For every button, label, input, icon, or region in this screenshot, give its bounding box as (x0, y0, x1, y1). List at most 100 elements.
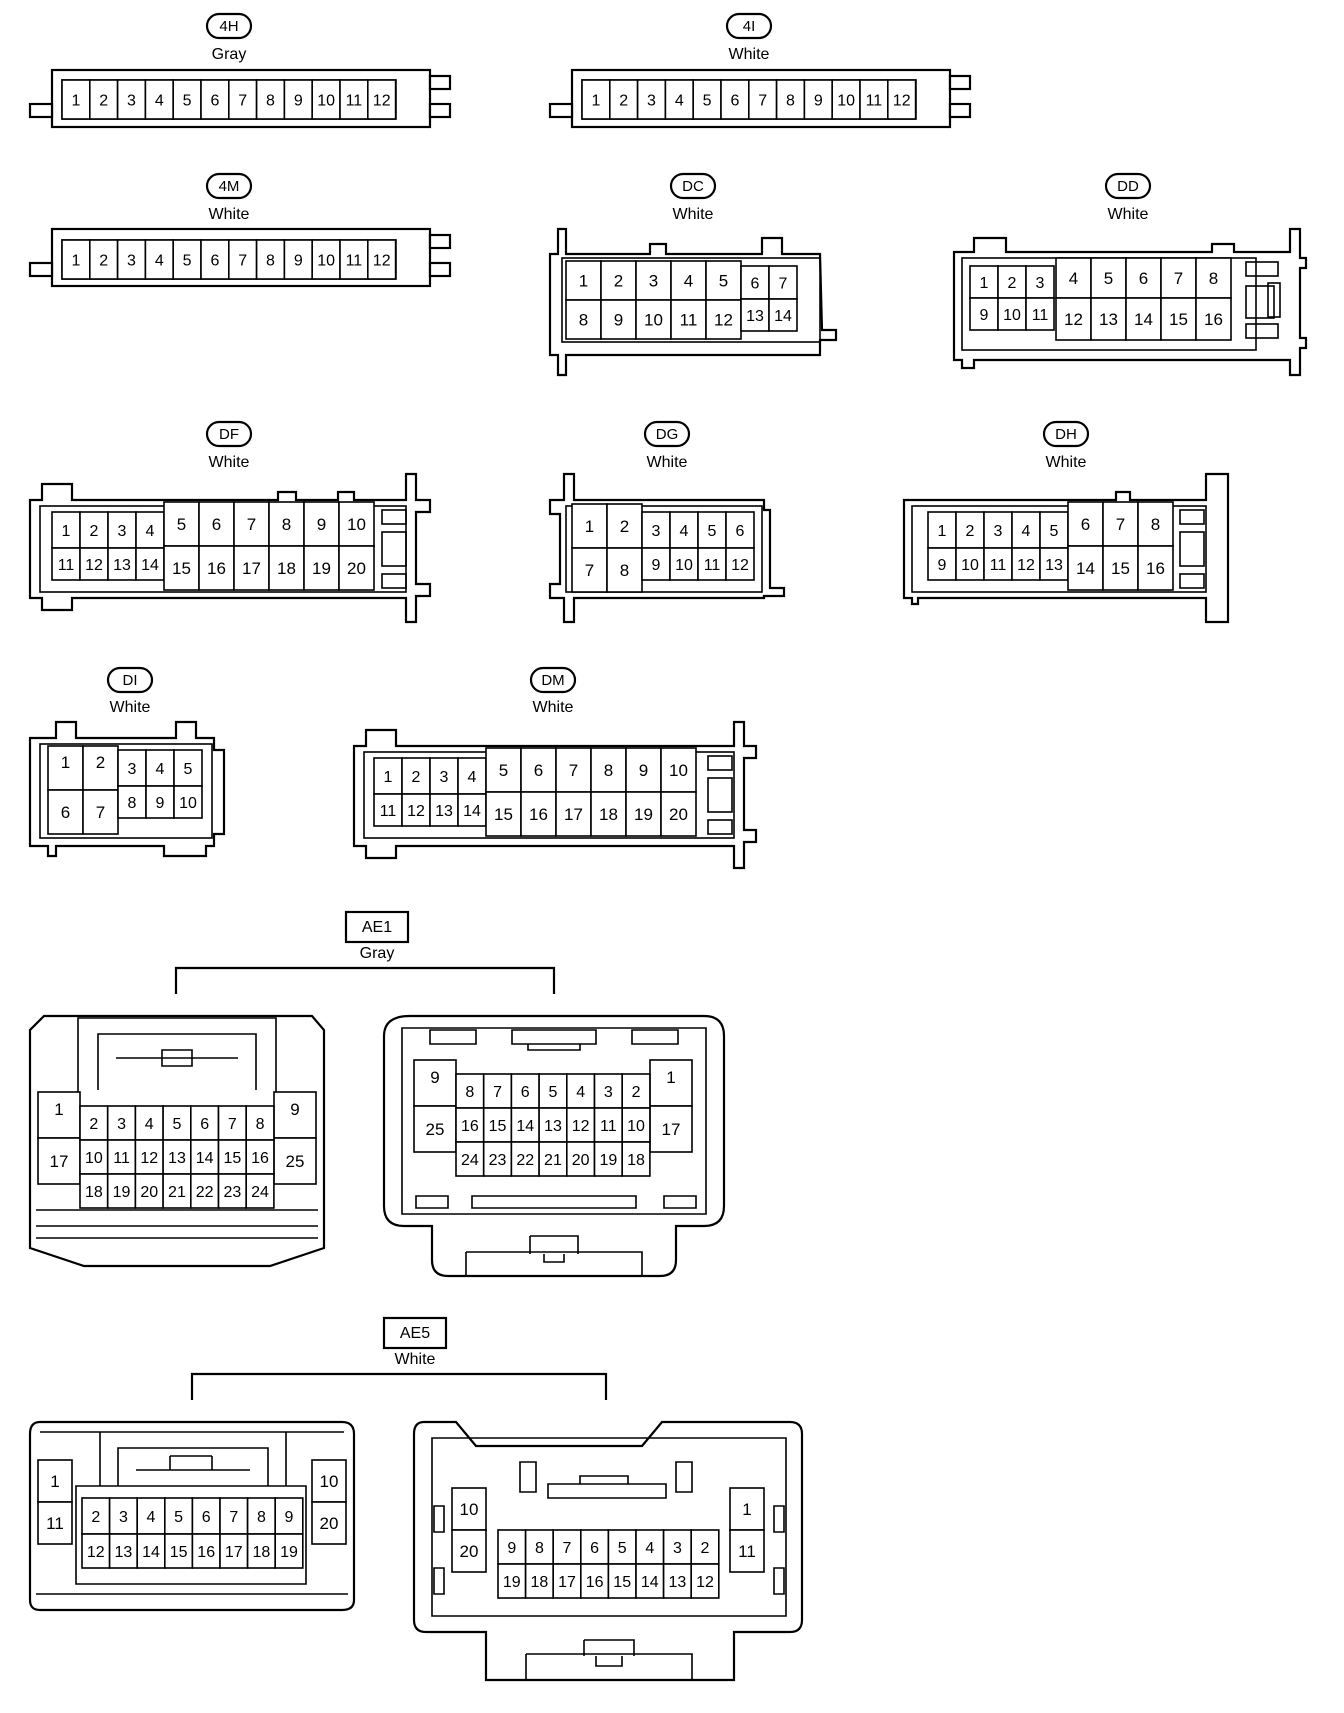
pin-number: 20 (347, 559, 366, 578)
pin-cell (859, 79, 889, 120)
pin-number: 11 (113, 1150, 130, 1167)
pin-number: 11 (380, 803, 397, 820)
pin-number: 13 (115, 1544, 133, 1561)
pin-cell (79, 1173, 109, 1209)
connector-4i-tab-left (548, 102, 574, 119)
pin-number: 4 (155, 252, 164, 269)
pin-cell (173, 785, 203, 819)
pin-cell (1125, 257, 1162, 299)
pin-number: 12 (714, 311, 733, 330)
connector-df-label-box (205, 420, 253, 448)
pin-number: 10 (675, 557, 693, 574)
pin-cell (162, 1173, 192, 1209)
pin-number: 19 (599, 1152, 617, 1169)
pin-number: 24 (251, 1184, 269, 1201)
pin-cell (606, 503, 643, 549)
pin-cell (366, 239, 397, 280)
pin-number: 15 (172, 559, 191, 578)
pin-number: 8 (256, 1116, 265, 1133)
pin-number: 7 (585, 561, 594, 580)
connector-dd-latch-1 (1245, 261, 1279, 277)
pin-number: 4 (645, 1540, 654, 1557)
pin-number: 14 (1134, 310, 1153, 329)
pin-number: 18 (277, 559, 296, 578)
pin-cell (429, 793, 459, 827)
pin-number: 4 (680, 523, 689, 540)
connector-4i-tab-right-bottom (948, 102, 972, 119)
pin-number: 9 (980, 307, 989, 324)
pin-number: 20 (320, 1514, 339, 1533)
connector-dd-label-box (1104, 172, 1152, 200)
pin-number: 14 (1076, 559, 1095, 578)
pin-number: 5 (719, 272, 728, 291)
pin-number: 3 (1036, 275, 1045, 292)
pin-number: 7 (1174, 269, 1183, 288)
pin-cell (1025, 265, 1055, 299)
connector-df-color: White (209, 454, 250, 471)
connector-dc-code: DC (682, 178, 704, 195)
pin-cell (538, 1141, 568, 1177)
connector-di-inner (39, 743, 213, 839)
pin-cell (108, 1497, 138, 1535)
connector-df-latch-1 (381, 509, 407, 525)
pin-number: 7 (228, 1116, 237, 1133)
pin-cell (1137, 545, 1174, 591)
pin-number: 11 (1032, 307, 1049, 324)
pin-cell (538, 1107, 568, 1143)
pin-number: 8 (786, 92, 795, 109)
pin-cell (581, 79, 611, 120)
pin-cell (338, 545, 375, 591)
pin-cell (268, 545, 305, 591)
pin-number: 7 (779, 275, 788, 292)
pin-number: 6 (210, 92, 219, 109)
pin-number: 12 (373, 252, 391, 269)
pin-cell (255, 239, 286, 280)
connector-4i-tab-right-top (948, 74, 972, 91)
connector-di-code: DI (123, 672, 138, 689)
pin-number: 13 (435, 803, 453, 820)
pin-number: 5 (548, 1084, 557, 1101)
pin-number: 9 (317, 515, 326, 534)
pin-cell (1039, 547, 1069, 581)
pin-cell (455, 1073, 485, 1109)
pin-number: 15 (223, 1150, 241, 1167)
pin-number: 14 (463, 803, 481, 820)
pin-number: 9 (285, 1509, 294, 1526)
pin-cell (729, 1529, 765, 1573)
pin-cell (173, 749, 203, 787)
pin-number: 9 (614, 311, 623, 330)
pin-number: 12 (1064, 310, 1083, 329)
pin-number: 2 (96, 753, 105, 772)
pin-number: 6 (736, 523, 745, 540)
connector-di-color: White (110, 699, 151, 716)
pin-cell (641, 511, 671, 549)
pin-number: 7 (569, 761, 578, 780)
pin-number: 6 (200, 1116, 209, 1133)
pin-number: 1 (742, 1500, 751, 1519)
pin-cell (145, 749, 175, 787)
pin-number: 4 (1069, 269, 1078, 288)
pin-number: 3 (647, 92, 656, 109)
pin-number: 15 (170, 1544, 188, 1561)
pin-number: 6 (61, 803, 70, 822)
connector-ae1-color: Gray (360, 945, 395, 962)
pin-number: 3 (440, 769, 449, 786)
pin-number: 17 (225, 1544, 243, 1561)
pin-cell (163, 501, 200, 547)
pin-number: 10 (961, 557, 979, 574)
pin-cell (172, 239, 202, 280)
pin-number: 11 (704, 557, 721, 574)
connector-ae5-left-body (36, 1485, 348, 1595)
pin-cell (1195, 297, 1232, 341)
pin-number: 17 (662, 1120, 681, 1139)
pin-number: 4 (145, 1116, 154, 1133)
pin-cell (106, 1173, 137, 1209)
